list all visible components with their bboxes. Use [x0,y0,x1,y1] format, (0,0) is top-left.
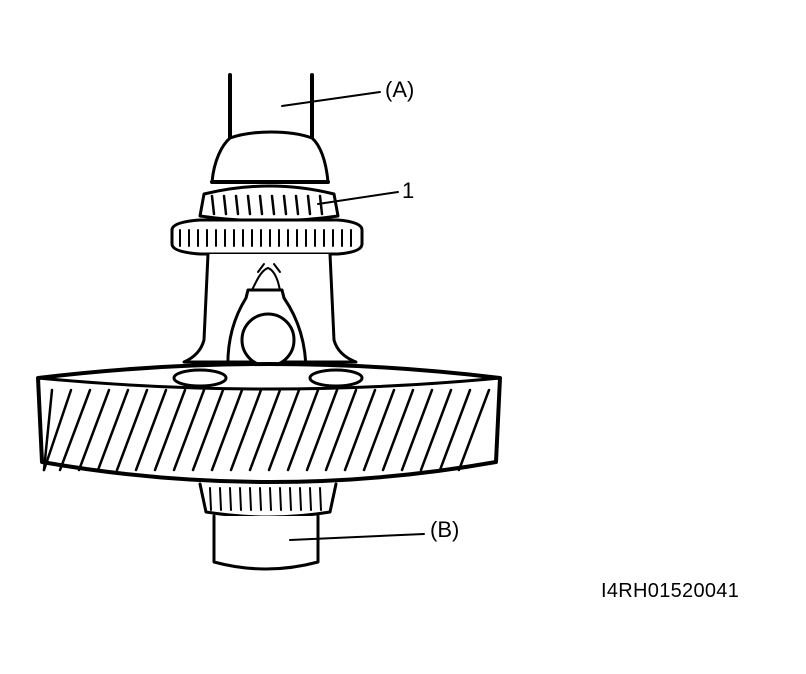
large-helical-gear [36,362,502,484]
bolt-left [172,368,228,388]
tool-a-shaft [210,73,330,184]
leader-lines [281,91,425,541]
bearing-rollers [210,194,324,216]
reference-code: I4RH01520041 [601,580,740,602]
lower-bearing [198,482,338,519]
callout-part-1: 1 [402,178,415,203]
bearing-part-1 [198,184,340,223]
bolt-right [308,368,364,388]
small-gear-flange [170,218,364,256]
flange-teeth [179,229,352,247]
tool-b-base [212,514,320,571]
hub-body [182,252,358,374]
callout-tool-a: (A) [385,77,415,102]
gear-helical-teeth [42,388,491,472]
callout-tool-b: (B) [430,517,460,542]
